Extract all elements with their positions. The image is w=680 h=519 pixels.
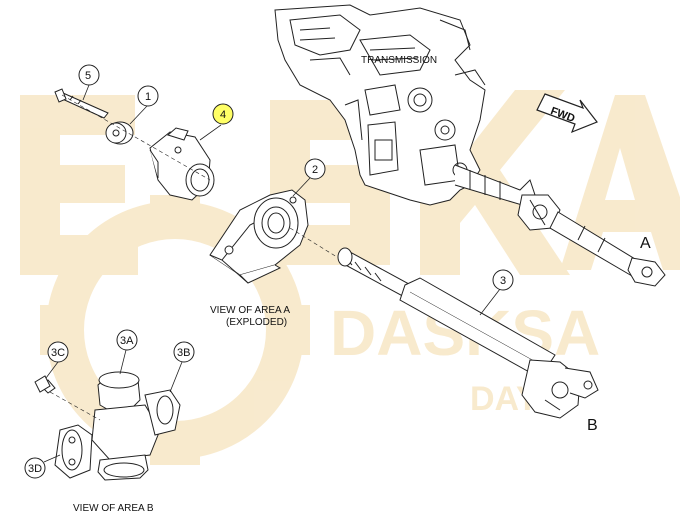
leader-5 xyxy=(82,84,90,101)
yoke-part-4 xyxy=(149,127,215,201)
leader-1 xyxy=(129,105,148,125)
callout-3c-circle xyxy=(47,341,69,363)
leader-3a xyxy=(119,349,127,375)
callout-2: 2 xyxy=(312,164,318,176)
callout-1: 1 xyxy=(145,91,151,103)
driveshaft-part-3 xyxy=(337,247,599,419)
leader-3b xyxy=(169,361,183,393)
callout-2-circle xyxy=(304,158,326,180)
callout-3: 3 xyxy=(500,275,506,287)
leader-4 xyxy=(199,124,222,141)
leader-3 xyxy=(479,288,501,316)
leader-3c xyxy=(45,361,59,379)
view-area-b-label: VIEW OF AREA B xyxy=(73,503,154,514)
transmission-illustration xyxy=(274,4,666,287)
callout-5-circle xyxy=(78,64,100,86)
universal-joint-assembly xyxy=(34,371,181,481)
view-area-a-line2: (EXPLODED) xyxy=(226,317,287,328)
callout-1-circle xyxy=(137,85,159,107)
callout-3a: 3A xyxy=(120,335,134,347)
assembly-axis-line-2 xyxy=(289,227,346,263)
area-b-label: B xyxy=(587,417,598,434)
callout-3b: 3B xyxy=(177,347,190,359)
callout-3d: 3D xyxy=(28,463,42,475)
callout-3c: 3C xyxy=(51,347,65,359)
area-a-label: A xyxy=(640,235,651,252)
callout-3d-circle xyxy=(24,457,46,479)
fwd-arrow: FWD xyxy=(536,93,598,134)
view-area-a-line1: VIEW OF AREA A xyxy=(210,305,290,316)
bolt-part-5 xyxy=(54,88,109,119)
bearing-part-2 xyxy=(209,189,309,284)
callout-4: 4 xyxy=(220,109,226,121)
assembly-axis-line xyxy=(61,94,211,181)
callout-3b-circle xyxy=(173,341,195,363)
leader-3d xyxy=(43,454,61,463)
callout-3-circle xyxy=(492,269,514,291)
callout-4-circle xyxy=(212,103,234,125)
callout-5: 5 xyxy=(85,70,91,82)
transmission-label: TRANSMISSION xyxy=(361,55,437,66)
callout-3a-circle xyxy=(116,329,138,351)
ujoint-axis-line xyxy=(49,391,101,421)
leader-2 xyxy=(292,177,311,197)
washer-part-1 xyxy=(105,121,134,145)
